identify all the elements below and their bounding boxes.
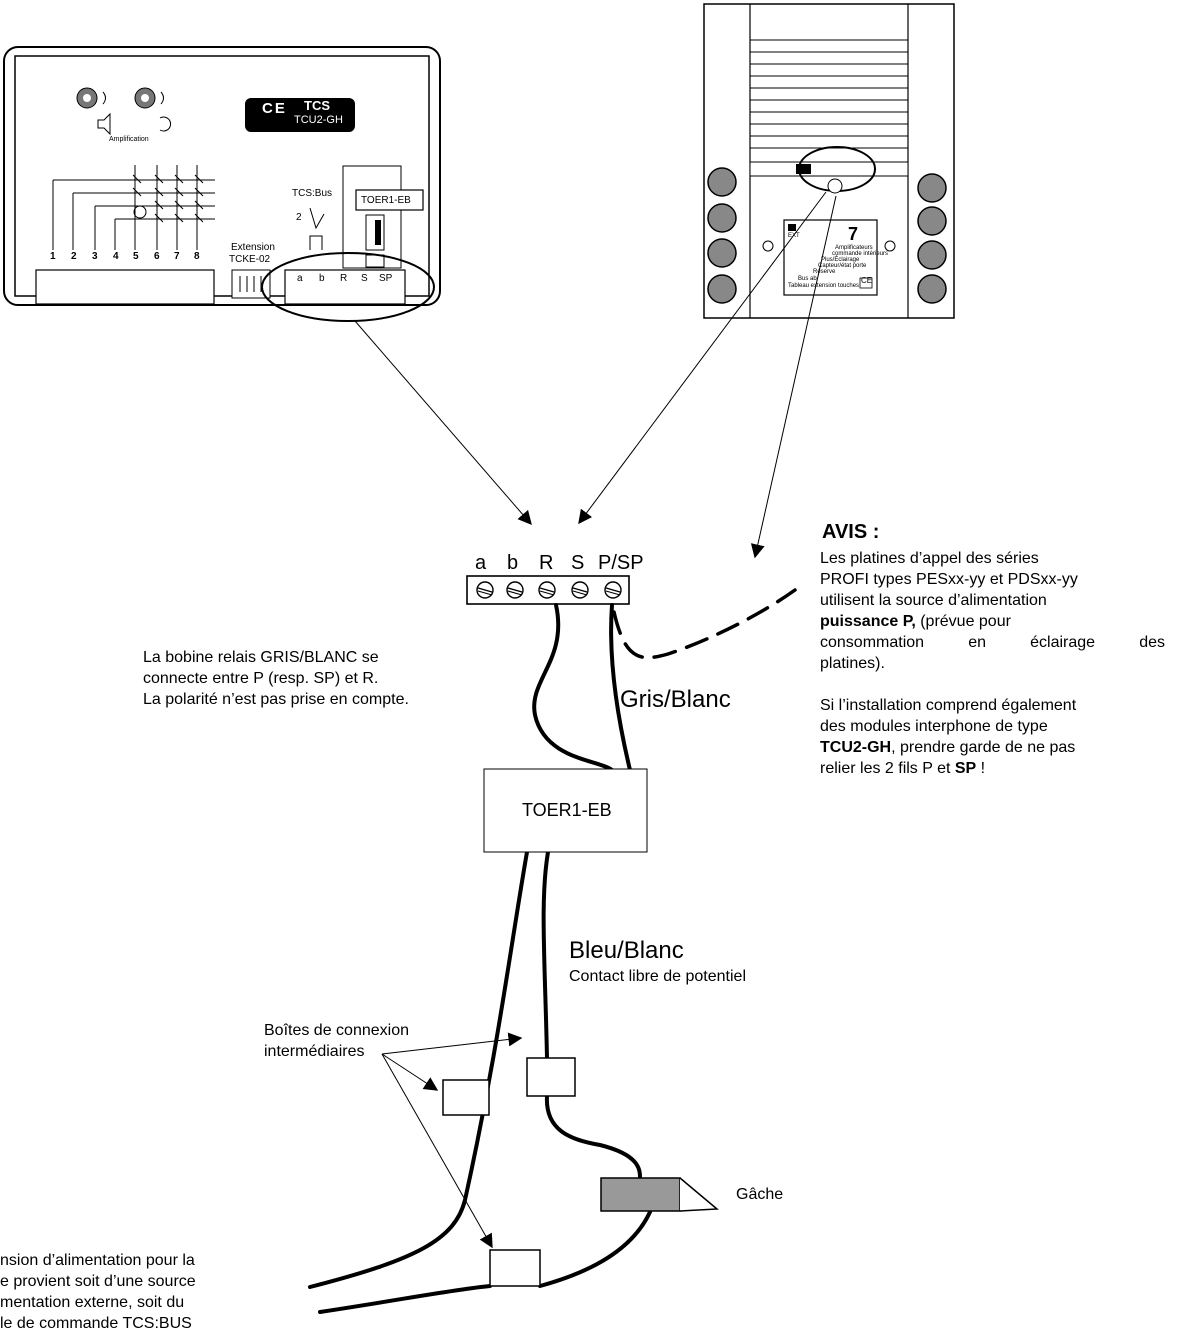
panel-label: Capteur/état porte [818, 263, 867, 269]
wire-bleu-description: Contact libre de potentiel [569, 968, 746, 985]
ce-badge [245, 98, 355, 132]
bus-label: TCS:Bus [292, 188, 333, 199]
terminal-label: a [297, 273, 303, 284]
panel-label: Tableau extension touches [788, 283, 860, 289]
speaker-icon [97, 112, 111, 136]
extension-model: TCKE-02 [229, 254, 271, 265]
digit-label: 7 [848, 224, 859, 244]
panel-ce-mark: CE [861, 276, 873, 285]
relay-box [483, 768, 648, 853]
terminal-label-psp: P/SP [598, 552, 644, 574]
model-label: TCU2-GH [294, 114, 343, 126]
key-number: 7 [174, 251, 180, 262]
speaker-grille [750, 39, 908, 149]
terminal-label: b [319, 273, 325, 284]
ext-label: EXT [788, 233, 800, 239]
key-number: 2 [71, 251, 77, 262]
bobine-note: La bobine relais GRIS/BLANC se connecte … [143, 649, 409, 708]
wire-label-bleu: Bleu/Blanc [569, 937, 684, 964]
amplification-label: Amplification [109, 136, 149, 143]
terminal-label-s: S [571, 552, 585, 574]
door-panel-module [703, 3, 955, 319]
key-number: 1 [50, 251, 56, 262]
avis-notice: Les platines d’appel des séries PROFI ty… [820, 550, 1165, 777]
terminal-label: S [361, 273, 368, 284]
bus-number: 2 [296, 212, 302, 223]
wires [308, 603, 652, 1314]
avis-title: AVIS : [822, 521, 880, 543]
junction-box [489, 1249, 541, 1287]
key-number: 6 [154, 251, 160, 262]
microphone-icon [159, 116, 172, 132]
junction-box [526, 1057, 576, 1097]
ce-mark: CE [262, 100, 287, 117]
power-supply-note: nsion d’alimentation pour la e provient … [0, 1252, 196, 1332]
key-matrix [52, 165, 215, 250]
wire-label-gris: Gris/Blanc [620, 686, 731, 713]
panel-label: Plus/Éclairage [821, 257, 860, 263]
relay-slot-label: TOER1-EB [361, 195, 411, 206]
key-number: 5 [133, 251, 139, 262]
panel-label: Réserve [813, 269, 836, 275]
door-strike [600, 1177, 719, 1212]
relay-label: TOER1-EB [522, 800, 612, 820]
key-number: 8 [194, 251, 200, 262]
key-number: 3 [92, 251, 98, 262]
key-number: 4 [113, 251, 119, 262]
tcu2-module [3, 46, 441, 322]
panel-label: Amplificateurs [835, 245, 873, 251]
pointer-arrows [354, 191, 837, 1249]
terminal-label-r: R [539, 552, 554, 574]
terminal-block [466, 575, 630, 605]
junction-boxes-label: Boîtes de connexion intermédiaires [264, 1022, 409, 1060]
extension-label: Extension [231, 242, 275, 253]
panel-label: Bus ab [798, 276, 817, 282]
terminal-label: SP [379, 273, 393, 284]
terminal-label-b: b [507, 552, 519, 574]
junction-box [442, 1079, 490, 1116]
terminal-label-a: a [475, 552, 487, 574]
brand-label: TCS [304, 98, 330, 113]
strike-label: Gâche [736, 1186, 784, 1203]
dashed-wire-p [612, 588, 797, 660]
panel-label: commande intérieurs [832, 251, 889, 257]
terminal-label: R [340, 273, 348, 284]
